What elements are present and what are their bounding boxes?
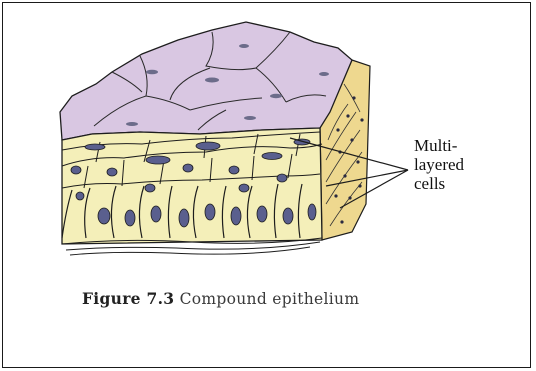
figure-number: Figure 7.3 xyxy=(82,289,174,308)
label-line-3: cells xyxy=(414,174,464,193)
figure-title: Compound epithelium xyxy=(180,290,360,308)
label-line-1: Multi- xyxy=(414,136,464,155)
multi-layered-cells-label: Multi- layered cells xyxy=(414,136,464,193)
label-line-2: layered xyxy=(414,155,464,174)
figure-caption: Figure 7.3 Compound epithelium xyxy=(82,289,359,308)
